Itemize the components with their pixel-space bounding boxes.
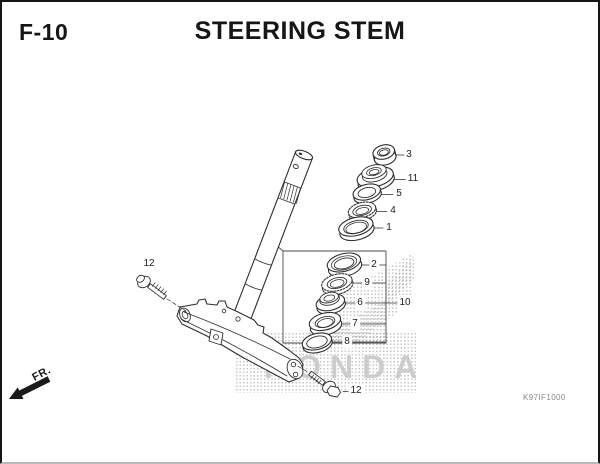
part-label-12-upper: 12 <box>141 258 157 270</box>
part-label-4: 4 <box>388 205 398 217</box>
page-code: F-10 <box>19 19 69 45</box>
part-label-7: 7 <box>350 318 360 330</box>
part-3-stem-nut <box>372 144 397 166</box>
diagram-code: K97IF1000 <box>523 393 566 402</box>
part-label-6: 6 <box>355 297 365 309</box>
part-bolt-12-lower <box>294 364 341 398</box>
part-9-lower-bearing <box>321 273 354 296</box>
part-label-11: 11 <box>405 173 421 185</box>
part-label-3: 3 <box>404 149 414 161</box>
knurled-band <box>278 181 301 205</box>
part-steering-stem-shaft <box>233 149 314 321</box>
part-6-cone-race <box>315 291 346 315</box>
part-4-upper-bearing <box>347 201 377 222</box>
part-label-9: 9 <box>362 277 372 289</box>
part-1-upper-race <box>338 216 375 242</box>
part-label-2: 2 <box>369 259 379 271</box>
part-label-12-lower: 12 <box>348 385 364 397</box>
part-bolt-12-upper <box>136 274 187 312</box>
part-bottom-bridge <box>176 298 304 383</box>
front-arrow-icon <box>9 376 51 399</box>
part-label-1: 1 <box>384 222 394 234</box>
part-label-8: 8 <box>342 336 352 348</box>
part-label-10: 10 <box>397 297 413 309</box>
part-label-5: 5 <box>394 188 404 200</box>
part-8-seal-ring <box>301 332 333 354</box>
page-title: STEERING STEM <box>194 17 406 45</box>
part-11-top-cone <box>356 164 395 192</box>
